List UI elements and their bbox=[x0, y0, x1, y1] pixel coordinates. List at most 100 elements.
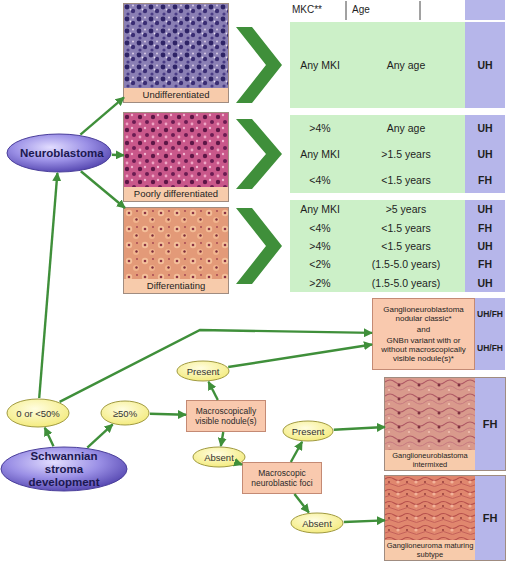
histology-texture bbox=[385, 378, 475, 450]
table-cell: UH bbox=[465, 147, 505, 161]
criteria-table-panel: Any MKI>5 yearsUH<4%<1.5 yearsFH>4%<1.5 … bbox=[290, 200, 505, 292]
ellipse-shape bbox=[1, 447, 127, 491]
flow-arrow bbox=[334, 427, 385, 430]
ellipse-shape bbox=[283, 421, 333, 441]
histology-image bbox=[124, 4, 228, 88]
table-cell: <1.5 years bbox=[348, 239, 464, 253]
criterion-box: Macroscopic neuroblastic foci bbox=[242, 462, 322, 494]
category-ellipse: Schwannian stroma development bbox=[0, 446, 128, 492]
histology-image bbox=[385, 476, 475, 540]
image-caption: Differentiating bbox=[124, 279, 228, 293]
table-cell: >5 years bbox=[348, 202, 464, 216]
chevron-arrow bbox=[236, 119, 282, 189]
node-label: Present bbox=[187, 366, 220, 377]
histology-image-box: Undifferentiated bbox=[124, 4, 228, 102]
histology-image bbox=[124, 208, 228, 279]
result-text-area: Ganglioneuroblastoma nodular classic* and… bbox=[372, 298, 475, 370]
image-caption: Ganglioneuroblastoma intermixed bbox=[385, 450, 475, 470]
image-caption: Poorly differentiated bbox=[124, 187, 228, 201]
node-label: Schwannian stroma development bbox=[14, 450, 114, 489]
table-cell: FH bbox=[465, 257, 505, 271]
flow-arrow bbox=[112, 154, 124, 157]
ellipse-shape bbox=[291, 513, 343, 533]
category-ellipse: Neuroblastoma bbox=[6, 133, 112, 173]
table-cell: UH bbox=[465, 121, 505, 135]
grade-column: UH/FH UH/FH bbox=[475, 298, 505, 370]
node-label: Absent bbox=[204, 452, 234, 463]
header-grade-cell bbox=[465, 0, 505, 20]
ellipse-shape bbox=[177, 361, 229, 381]
decision-ellipse: Present bbox=[176, 360, 230, 382]
node-label: Neuroblastoma bbox=[20, 147, 98, 160]
decision-ellipse: 0 or <50% bbox=[6, 398, 70, 428]
table-cell: UH bbox=[465, 58, 505, 72]
grade-column: FH bbox=[475, 476, 505, 560]
table-cell: >4% bbox=[292, 121, 348, 135]
node-label: ≥50% bbox=[113, 408, 137, 419]
grade-label: UH/FH bbox=[475, 342, 505, 354]
decision-ellipse: Present bbox=[282, 420, 334, 442]
flow-arrow bbox=[291, 442, 302, 462]
node-label: Macroscopically visible nodule(s) bbox=[189, 406, 263, 426]
node-label: GNBn variant with or without macroscopic… bbox=[375, 336, 472, 363]
table-cell: Any age bbox=[348, 121, 464, 135]
table-cell: FH bbox=[465, 221, 505, 235]
histology-result-box: Ganglioneuroma maturing subtypeFH bbox=[385, 476, 505, 560]
flow-arrow bbox=[60, 330, 372, 402]
node-label: Absent bbox=[302, 518, 332, 529]
histology-image-box: Poorly differentiated bbox=[124, 113, 228, 201]
histology-image bbox=[385, 378, 475, 450]
flow-arrow bbox=[45, 428, 54, 447]
flow-arrow bbox=[221, 432, 223, 446]
node-label: Present bbox=[292, 426, 325, 437]
node-label: 0 or <50% bbox=[16, 408, 60, 419]
table-header: Age bbox=[352, 3, 370, 17]
table-cell: >4% bbox=[292, 239, 348, 253]
grade-label: FH bbox=[483, 418, 498, 430]
chevron-arrow bbox=[236, 208, 282, 284]
histology-image bbox=[124, 113, 228, 187]
chevron-arrow bbox=[236, 27, 282, 103]
table-cell: Any age bbox=[348, 58, 464, 72]
result-box: Ganglioneuroblastoma nodular classic* and… bbox=[372, 298, 505, 370]
decision-ellipse: ≥50% bbox=[100, 400, 150, 426]
criterion-box: Macroscopically visible nodule(s) bbox=[186, 400, 266, 432]
table-cell: FH bbox=[465, 173, 505, 187]
flow-arrow bbox=[209, 382, 218, 400]
table-cell: Any MKI bbox=[292, 58, 348, 72]
flow-arrow bbox=[150, 414, 186, 415]
flow-arrow bbox=[87, 424, 112, 447]
table-cell: UH bbox=[465, 276, 505, 290]
decision-ellipse: Absent bbox=[192, 446, 246, 468]
table-cell: >2% bbox=[292, 276, 348, 290]
node-label: and bbox=[417, 325, 430, 334]
histology-texture bbox=[124, 208, 228, 279]
ellipse-shape bbox=[7, 134, 111, 172]
header-divider bbox=[420, 1, 421, 20]
table-cell: <4% bbox=[292, 221, 348, 235]
table-cell: UH bbox=[465, 202, 505, 216]
table-cell: <1.5 years bbox=[348, 173, 464, 187]
table-cell: (1.5-5.0 years) bbox=[348, 257, 464, 271]
flow-arrow bbox=[294, 494, 308, 513]
table-cell: >1.5 years bbox=[348, 147, 464, 161]
decision-ellipse: Absent bbox=[290, 512, 344, 534]
table-cell: <1.5 years bbox=[348, 221, 464, 235]
header-divider bbox=[346, 1, 347, 20]
node-label: Ganglioneuroblastoma nodular classic* bbox=[375, 305, 472, 323]
flow-arrow bbox=[228, 344, 372, 367]
table-cell: Any MKI bbox=[292, 147, 348, 161]
histology-image-box: Differentiating bbox=[124, 208, 228, 293]
histology-texture bbox=[124, 113, 228, 187]
grade-label: UH/FH bbox=[475, 308, 505, 320]
ellipse-shape bbox=[101, 401, 149, 425]
image-caption: Undifferentiated bbox=[124, 88, 228, 102]
ellipse-shape bbox=[193, 447, 245, 467]
flow-arrow bbox=[39, 173, 57, 398]
table-cell: <2% bbox=[292, 257, 348, 271]
table-cell: UH bbox=[465, 239, 505, 253]
criteria-table-panel: Any MKIAny ageUH bbox=[290, 22, 505, 108]
flow-arrow bbox=[344, 520, 385, 522]
grade-label: FH bbox=[483, 512, 498, 524]
